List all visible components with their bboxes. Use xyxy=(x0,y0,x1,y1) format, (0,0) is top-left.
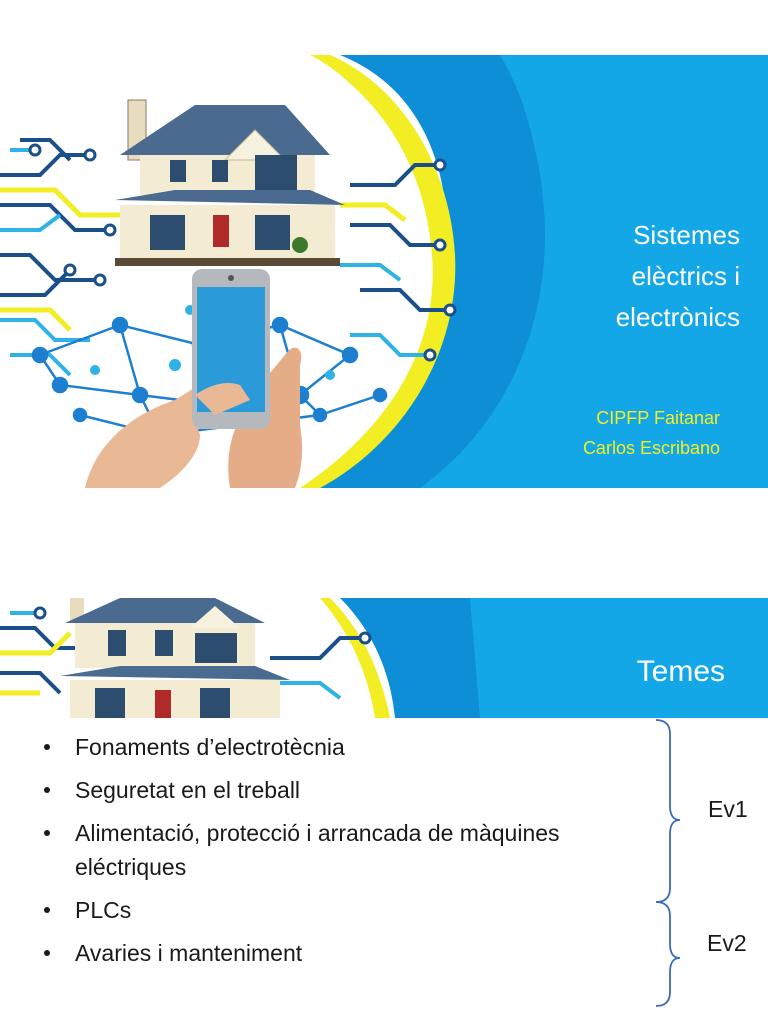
topics-slide: Temes Fonaments d’electrotècnia Segureta… xyxy=(0,598,768,1024)
slide-title-line: elèctrics i xyxy=(631,261,740,291)
evaluation-label: Ev1 xyxy=(708,796,748,822)
circuit-illustration xyxy=(0,138,450,312)
title-slide: Sistemes elèctrics i electrònics CIPFP F… xyxy=(0,55,768,488)
title-slide-background xyxy=(0,55,768,488)
house-illustration xyxy=(115,99,345,266)
list-item: Avaries i manteniment xyxy=(44,936,664,970)
author-name: Carlos Escribano xyxy=(582,438,720,458)
list-item: PLCs xyxy=(44,893,664,927)
list-item: Alimentació, protecció i arrancada de mà… xyxy=(44,816,664,884)
slide-subtitle: CIPFP Faitanar Carlos Escribano xyxy=(540,403,720,463)
institution-name: CIPFP Faitanar xyxy=(596,408,720,428)
house-illustration xyxy=(60,598,290,718)
slide-title-line: electrònics xyxy=(615,302,740,332)
topics-slide-header xyxy=(0,598,768,718)
grouping-brace xyxy=(655,719,681,1007)
slide-title: Temes xyxy=(636,655,725,688)
slide-title-line: Sistemes xyxy=(633,220,740,250)
slide-title: Sistemes elèctrics i electrònics xyxy=(560,215,740,338)
list-item: Fonaments d’electrotècnia xyxy=(44,730,664,764)
evaluation-label: Ev2 xyxy=(707,930,747,956)
list-item: Seguretat en el treball xyxy=(44,773,664,807)
topics-list: Fonaments d’electrotècnia Seguretat en e… xyxy=(44,730,664,979)
